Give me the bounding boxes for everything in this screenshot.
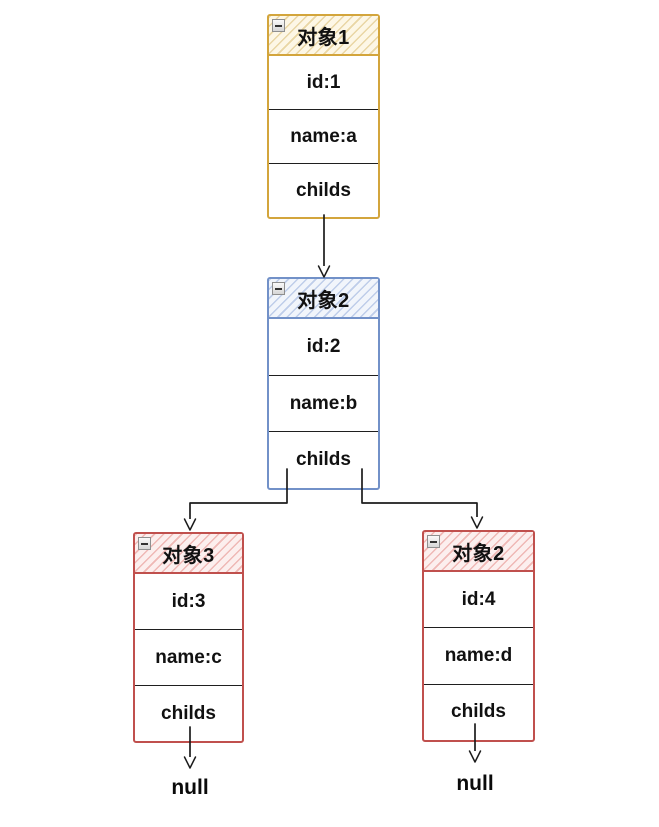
node-title: 对象3 <box>162 544 215 567</box>
node-title: 对象2 <box>297 289 350 312</box>
node-row-id[interactable]: id:3 <box>171 590 206 612</box>
collapse-minus-icon[interactable] <box>427 535 440 548</box>
arrowhead-icon <box>183 756 197 769</box>
node-row-childs[interactable]: childs <box>269 431 378 488</box>
arrowhead-icon <box>317 265 331 278</box>
node-row-name[interactable]: name:b <box>269 374 378 432</box>
object-node-2[interactable]: 对象2 id:2 name:b childs <box>267 277 380 490</box>
null-terminal-label: null <box>171 776 209 799</box>
collapse-minus-icon[interactable] <box>138 537 151 550</box>
node-row-name[interactable]: name:a <box>269 109 378 163</box>
collapse-minus-icon[interactable] <box>272 282 285 295</box>
arrowhead-icon <box>470 516 484 529</box>
node-2-rows: id:2 name:b childs <box>269 319 378 488</box>
object-node-1[interactable]: 对象1 id:1 name:a childs <box>267 14 380 219</box>
node-row-id[interactable]: id:1 <box>306 71 341 93</box>
collapse-minus-icon[interactable] <box>272 19 285 32</box>
node-row-childs[interactable]: childs <box>269 163 378 217</box>
node-row-id[interactable]: id:2 <box>306 335 341 357</box>
node-2-header: 对象2 <box>269 279 378 319</box>
object-node-4[interactable]: 对象2 id:4 name:d childs <box>422 530 535 742</box>
node-row-childs[interactable]: childs <box>135 685 242 741</box>
node-4-rows: id:4 name:d childs <box>424 572 533 740</box>
node-1-rows: id:1 name:a childs <box>269 56 378 217</box>
node-4-header: 对象2 <box>424 532 533 572</box>
node-row-name[interactable]: name:d <box>424 627 533 683</box>
arrowhead-icon <box>183 518 197 531</box>
node-title: 对象2 <box>452 542 505 565</box>
node-title: 对象1 <box>297 26 350 49</box>
node-row-id[interactable]: id:4 <box>461 588 496 610</box>
null-terminal-label: null <box>456 772 494 795</box>
node-3-rows: id:3 name:c childs <box>135 574 242 741</box>
arrowhead-icon <box>468 750 482 763</box>
object-node-3[interactable]: 对象3 id:3 name:c childs <box>133 532 244 743</box>
node-row-childs[interactable]: childs <box>424 683 533 740</box>
node-row-name[interactable]: name:c <box>135 629 242 685</box>
node-3-header: 对象3 <box>135 534 242 574</box>
node-1-header: 对象1 <box>269 16 378 56</box>
